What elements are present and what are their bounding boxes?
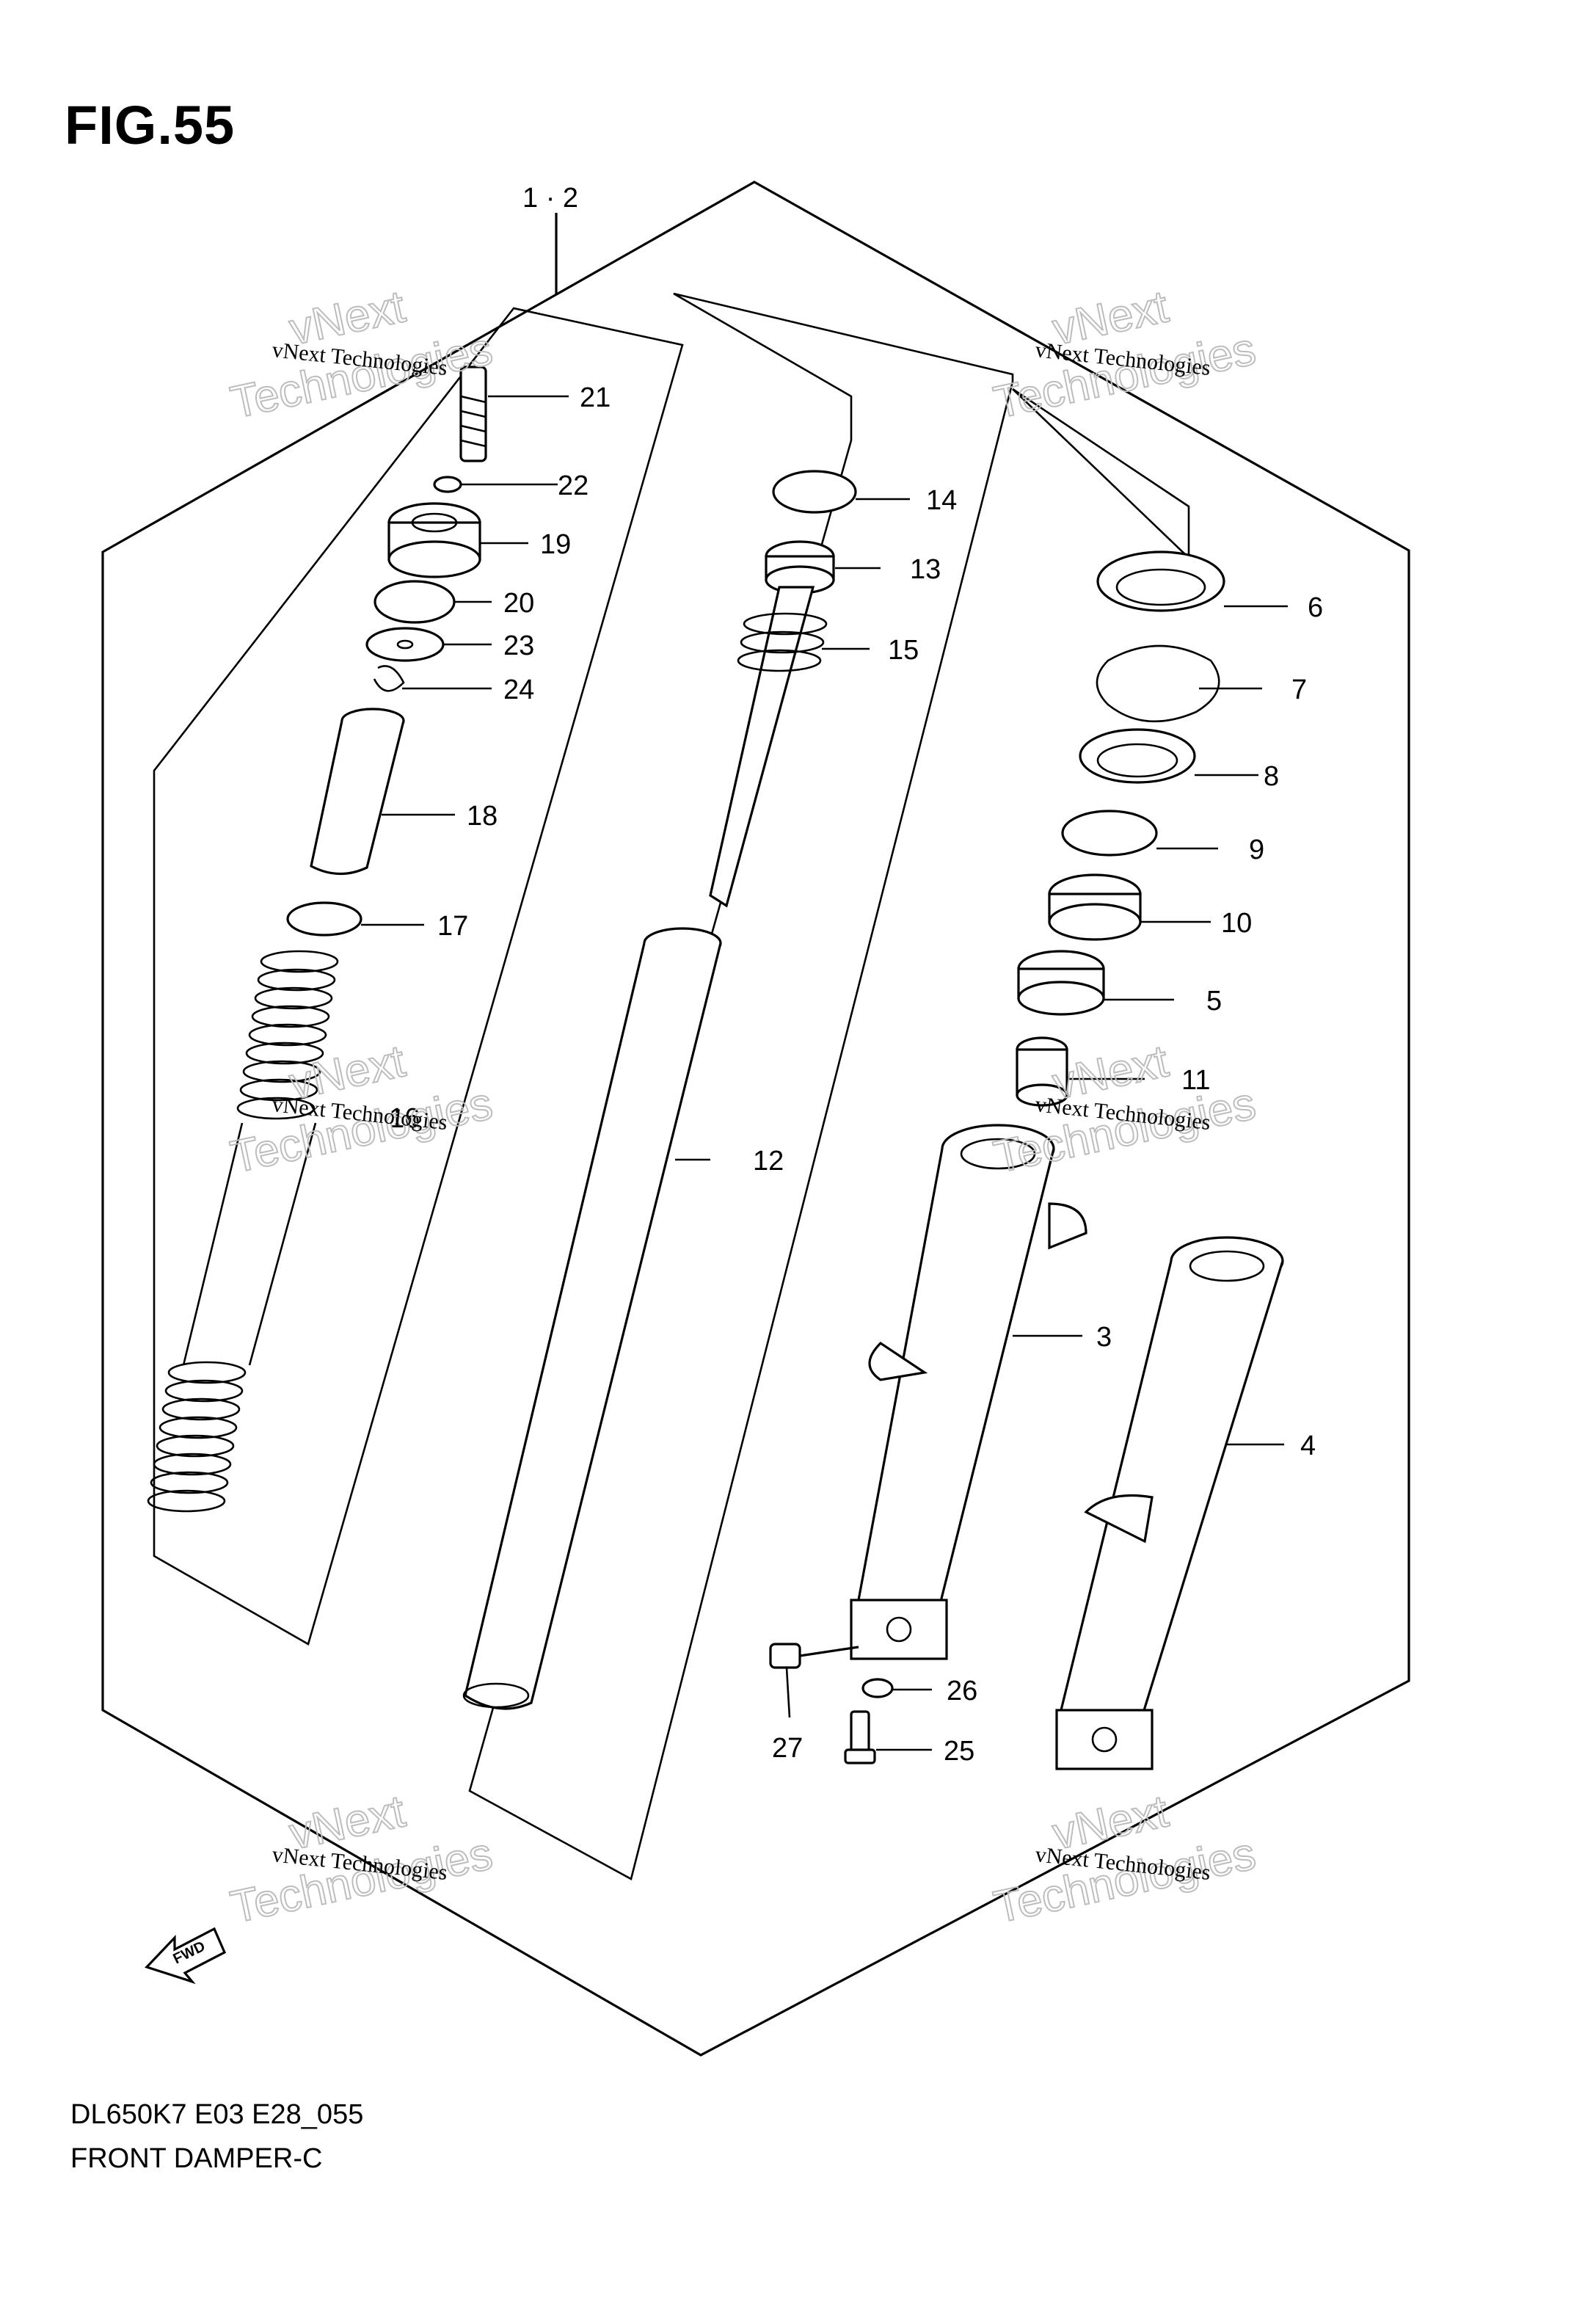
figure-title: FIG.55 bbox=[65, 95, 236, 156]
figure-name: FRONT DAMPER-C bbox=[70, 2143, 323, 2174]
part-27-bolt bbox=[769, 1643, 859, 1669]
part-4-outer-tube bbox=[1055, 1236, 1284, 1770]
watermark-mid-left: vNext Technologies vNext Technologies bbox=[226, 1035, 498, 1183]
part-21-bolt bbox=[459, 366, 487, 462]
inner-tube-panel bbox=[468, 292, 1014, 1880]
callout-11: 11 bbox=[1181, 1065, 1210, 1096]
callout-20: 20 bbox=[503, 588, 534, 619]
callout-21: 21 bbox=[580, 382, 611, 413]
callout-24: 24 bbox=[503, 675, 534, 705]
callout-23: 23 bbox=[503, 630, 534, 661]
fwd-arrow-icon: FWD bbox=[145, 1927, 227, 1985]
model-code: DL650K7 E03 E28_055 bbox=[70, 2099, 364, 2130]
part-25-bolt bbox=[844, 1710, 876, 1764]
part-19-cap bbox=[387, 502, 481, 578]
callout-17: 17 bbox=[437, 911, 468, 942]
callout-12: 12 bbox=[753, 1146, 784, 1177]
part-20-ring bbox=[374, 580, 456, 624]
outer-tube-panel bbox=[1012, 388, 1190, 561]
callout-7: 7 bbox=[1291, 675, 1307, 705]
assembly-label: 1 · 2 bbox=[522, 183, 578, 214]
part-12-inner-tube bbox=[462, 927, 722, 1710]
callout-19: 19 bbox=[540, 529, 571, 560]
part-13-collar bbox=[765, 540, 835, 595]
part-10-bush bbox=[1048, 873, 1142, 941]
part-16-spring-upper bbox=[236, 950, 339, 1120]
part-3-outer-tube bbox=[850, 1124, 1087, 1660]
part-24-clip bbox=[373, 665, 405, 692]
callout-22: 22 bbox=[558, 470, 589, 501]
callout-4: 4 bbox=[1300, 1431, 1316, 1461]
watermark-bottom-right: vNext Technologies vNext Technologies bbox=[989, 1785, 1261, 1933]
part-17-washer bbox=[286, 901, 362, 937]
part-5-bush bbox=[1017, 950, 1105, 1016]
watermark-top-right: vNext Technologies vNext Technologies bbox=[989, 280, 1261, 429]
callout-15: 15 bbox=[888, 635, 919, 666]
callout-3: 3 bbox=[1096, 1322, 1112, 1353]
callout-9: 9 bbox=[1249, 835, 1264, 865]
part-22-o-ring bbox=[433, 476, 462, 493]
part-26-washer bbox=[861, 1678, 894, 1698]
callout-5: 5 bbox=[1206, 986, 1222, 1017]
assembly-outline bbox=[101, 181, 1410, 2057]
spring-break-right bbox=[248, 1122, 317, 1366]
leader-lines bbox=[361, 395, 1288, 1751]
callout-25: 25 bbox=[944, 1736, 974, 1767]
part-8-inner bbox=[1096, 743, 1178, 778]
callout-6: 6 bbox=[1308, 592, 1323, 623]
part-23-washer bbox=[365, 627, 445, 662]
part-14-ring bbox=[772, 470, 857, 514]
callout-8: 8 bbox=[1264, 761, 1279, 792]
part-23-hole bbox=[396, 639, 414, 650]
callout-10: 10 bbox=[1221, 908, 1252, 939]
callout-18: 18 bbox=[467, 801, 498, 832]
callout-27: 27 bbox=[772, 1733, 803, 1764]
part-11-oil-lock bbox=[1016, 1036, 1068, 1107]
part-9-ring bbox=[1061, 810, 1158, 857]
callout-26: 26 bbox=[947, 1676, 977, 1706]
part-18-spacer bbox=[310, 708, 405, 876]
watermark-bottom-left: vNext Technologies vNext Technologies bbox=[226, 1785, 498, 1933]
part-7-stopper-ring bbox=[1096, 644, 1220, 723]
part-6-oil-seal bbox=[1096, 550, 1225, 612]
spring-break-left bbox=[182, 1122, 244, 1366]
damper-rod-panel bbox=[153, 307, 684, 1646]
part-8-seal bbox=[1079, 728, 1196, 784]
callout-13: 13 bbox=[910, 554, 941, 585]
callout-16: 16 bbox=[389, 1103, 420, 1134]
callout-14: 14 bbox=[926, 485, 957, 516]
part-15-damper-rod bbox=[709, 586, 828, 908]
part-16-spring-lower bbox=[147, 1361, 247, 1513]
